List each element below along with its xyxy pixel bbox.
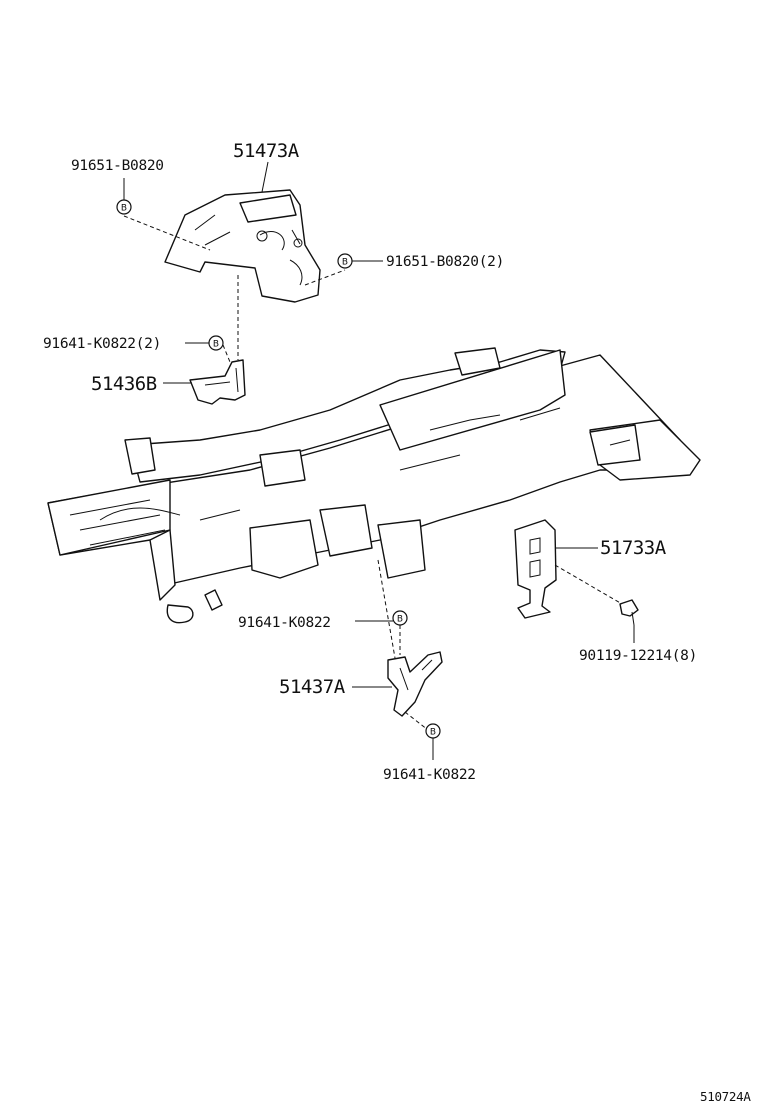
label-51436B: 51436B — [91, 373, 157, 395]
diagram-id: 510724A — [700, 1089, 751, 1104]
part-51473A-shape — [164, 189, 321, 303]
svg-text:B: B — [213, 340, 219, 350]
label-51473A: 51473A — [233, 140, 300, 162]
part-51436B-shape — [189, 359, 246, 405]
bolt-symbol-2: B — [337, 253, 353, 269]
label-90119-12214: 90119-12214(8) — [579, 648, 697, 664]
label-91651-B0820-top: 91651-B0820 — [71, 158, 164, 174]
svg-text:B: B — [121, 204, 127, 214]
bolt-symbol-3: B — [208, 335, 224, 351]
vehicle-frame — [47, 347, 701, 624]
part-51437A-shape — [387, 651, 443, 717]
assembly-lines — [123, 215, 623, 731]
label-91641-K0822-top: 91641-K0822(2) — [43, 336, 161, 352]
label-51437A: 51437A — [279, 676, 346, 698]
leader-lines — [123, 161, 635, 760]
label-51733A: 51733A — [600, 537, 667, 559]
svg-text:B: B — [397, 615, 403, 625]
label-91641-K0822-bottom: 91641-K0822 — [383, 767, 476, 783]
bolt-symbol-4: B — [392, 610, 408, 626]
part-51733A-shape — [514, 519, 557, 619]
bolt-symbol-1: B — [116, 199, 132, 215]
label-91641-K0822-mid: 91641-K0822 — [238, 615, 331, 631]
bolt-symbol-5: B — [425, 723, 441, 739]
svg-text:B: B — [342, 258, 348, 268]
label-91651-B0820-right: 91651-B0820(2) — [386, 254, 504, 270]
bolt-90119-shape — [619, 599, 639, 626]
svg-text:B: B — [430, 728, 436, 738]
